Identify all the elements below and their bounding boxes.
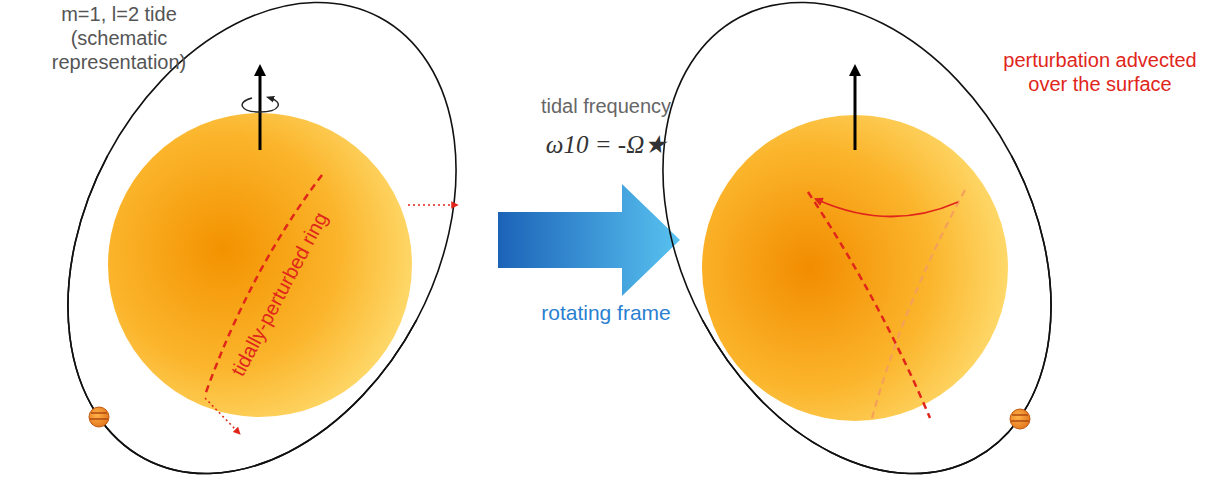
advected-ring	[808, 192, 930, 418]
frequency-label: tidal frequency	[488, 94, 724, 118]
frequency-formula: ω10 = -Ω★	[488, 130, 724, 160]
tidal-displacement	[205, 398, 238, 432]
spin-axis	[259, 70, 262, 150]
orbit	[0, 0, 534, 488]
advection-label: perturbation advected over the surface	[985, 48, 1215, 96]
caption-note: m=1, l=2 tide (schematic representation)	[33, 2, 205, 74]
planet	[89, 407, 109, 427]
tidal-displacement	[408, 204, 455, 206]
advection-arrow	[818, 200, 958, 217]
frame-label: rotating frame	[488, 300, 724, 325]
star	[108, 113, 412, 417]
transform-arrow	[498, 184, 680, 296]
planet	[1010, 409, 1030, 429]
star	[702, 115, 1008, 421]
spin-axis	[854, 70, 857, 150]
perturbed-ring	[205, 175, 322, 395]
initial-ring	[872, 190, 965, 418]
orbit-front	[0, 0, 534, 488]
rotation-indicator	[242, 98, 278, 112]
